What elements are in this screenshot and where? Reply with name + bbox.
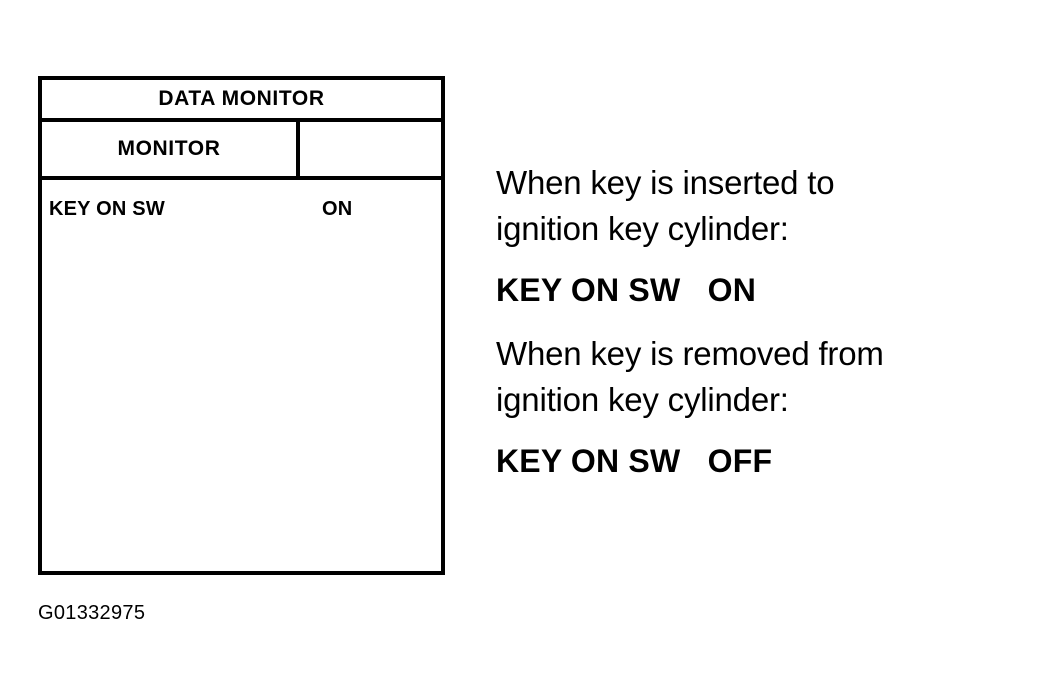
note-condition-line: ignition key cylinder:	[496, 381, 789, 418]
table-row: KEY ON SW ON	[42, 198, 441, 224]
data-row-label: KEY ON SW	[49, 198, 165, 220]
note-result-separator	[680, 443, 707, 479]
table-title-row: DATA MONITOR	[42, 80, 441, 122]
note-result: KEY ON SW ON	[496, 267, 1026, 313]
data-monitor-table: DATA MONITOR MONITOR KEY ON SW ON	[38, 76, 445, 575]
table-data-area: KEY ON SW ON	[42, 180, 441, 571]
note-result-label: KEY ON SW	[496, 272, 681, 308]
note-block-key-inserted: When key is inserted to ignition key cyl…	[496, 160, 1026, 313]
note-block-key-removed: When key is removed from ignition key cy…	[496, 331, 1026, 484]
note-condition-line: When key is inserted to	[496, 164, 835, 201]
subheader-monitor-label: MONITOR	[117, 137, 221, 160]
explanatory-notes: When key is inserted to ignition key cyl…	[496, 160, 1026, 490]
note-condition-line: When key is removed from	[496, 335, 884, 372]
subheader-cell-monitor: MONITOR	[42, 122, 300, 176]
note-result-value: OFF	[707, 443, 773, 479]
note-result-label: KEY ON SW	[496, 443, 681, 479]
note-result-separator	[680, 272, 707, 308]
note-result: KEY ON SW OFF	[496, 438, 1026, 484]
note-condition-line: ignition key cylinder:	[496, 210, 789, 247]
data-row-value: ON	[322, 198, 353, 220]
table-subheader-row: MONITOR	[42, 122, 441, 180]
note-result-value: ON	[707, 272, 757, 308]
data-monitor-title: DATA MONITOR	[158, 87, 325, 110]
figure-id-caption: G01332975	[38, 602, 146, 624]
subheader-cell-value	[300, 122, 441, 176]
